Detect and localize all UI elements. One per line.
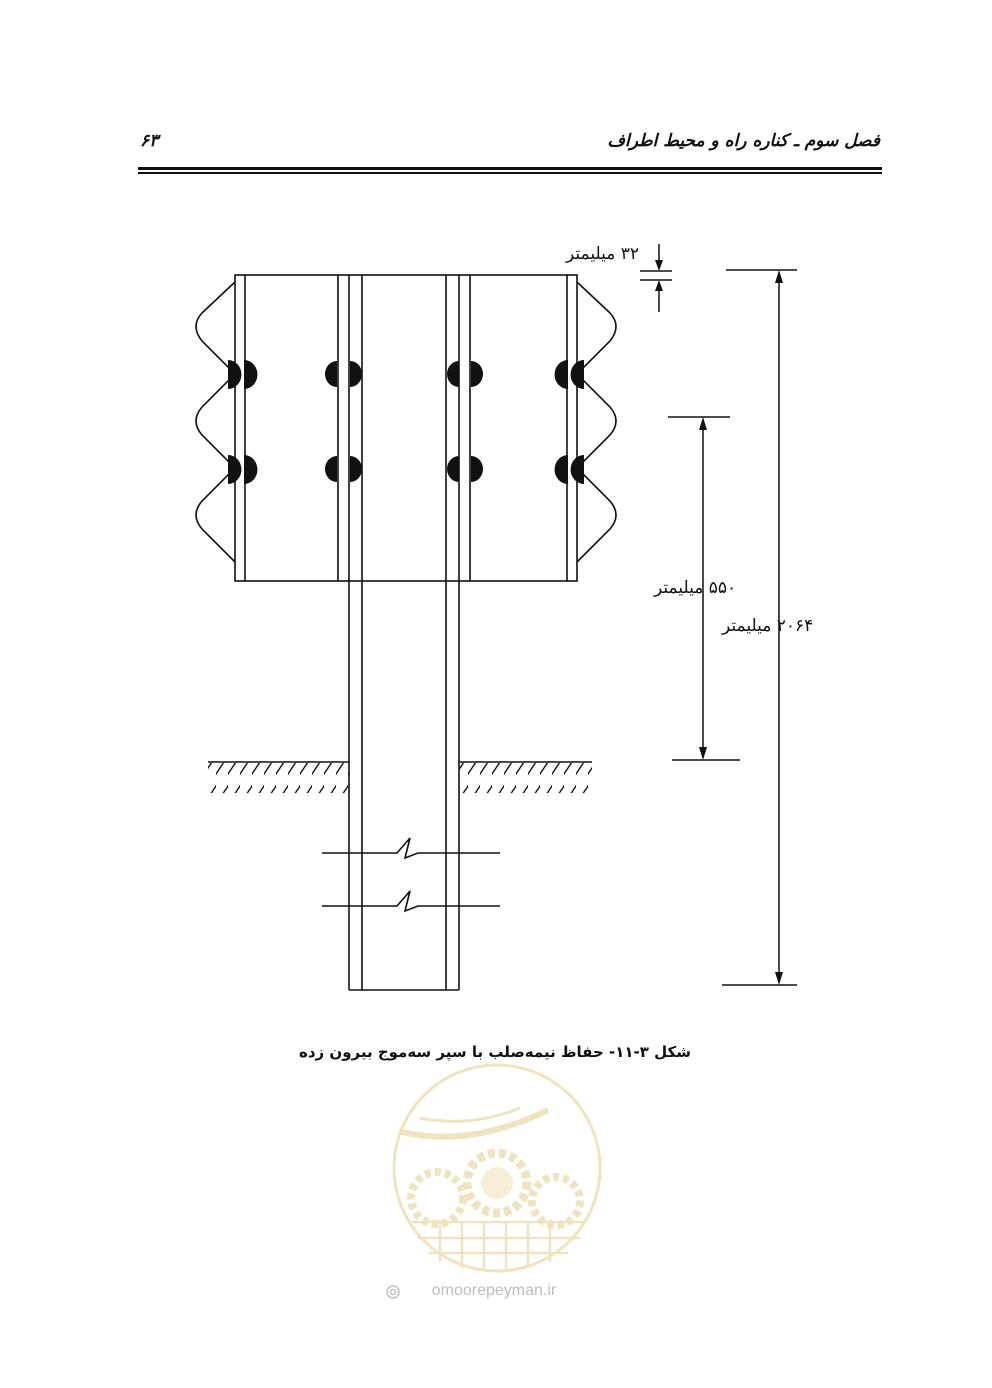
left-wave-profile bbox=[195, 281, 237, 563]
dim-label-2064mm: ۲۰۶۴ میلیمتر bbox=[722, 616, 814, 636]
ground-hatch-left bbox=[208, 763, 349, 793]
figure-caption: شکل ۳-۱۱- حفاظ نیمه‌صلب با سپر سه‌موج بی… bbox=[298, 1043, 692, 1061]
right-wave-profile bbox=[575, 281, 617, 563]
break-line-upper bbox=[322, 837, 500, 860]
dim-label-32mm: ۳۲ میلیمتر bbox=[566, 244, 640, 264]
chapter-title: فصل سوم ـ کناره راه و محیط اطراف bbox=[607, 131, 880, 151]
watermark-logo bbox=[392, 1063, 602, 1273]
page-number: ۶۳ bbox=[140, 131, 159, 151]
dim-label-550mm: ۵۵۰ میلیمتر bbox=[654, 578, 737, 598]
rail-panel-outline bbox=[234, 274, 578, 582]
ground-hatch-right bbox=[459, 763, 592, 793]
break-line-lower bbox=[322, 890, 500, 913]
bolt-heads bbox=[228, 360, 584, 484]
watermark-url: omoorepeyman.ir bbox=[431, 1282, 557, 1299]
header-rule-thin bbox=[138, 172, 882, 174]
at-icon bbox=[386, 1285, 400, 1299]
header-rule-thick bbox=[138, 167, 882, 170]
